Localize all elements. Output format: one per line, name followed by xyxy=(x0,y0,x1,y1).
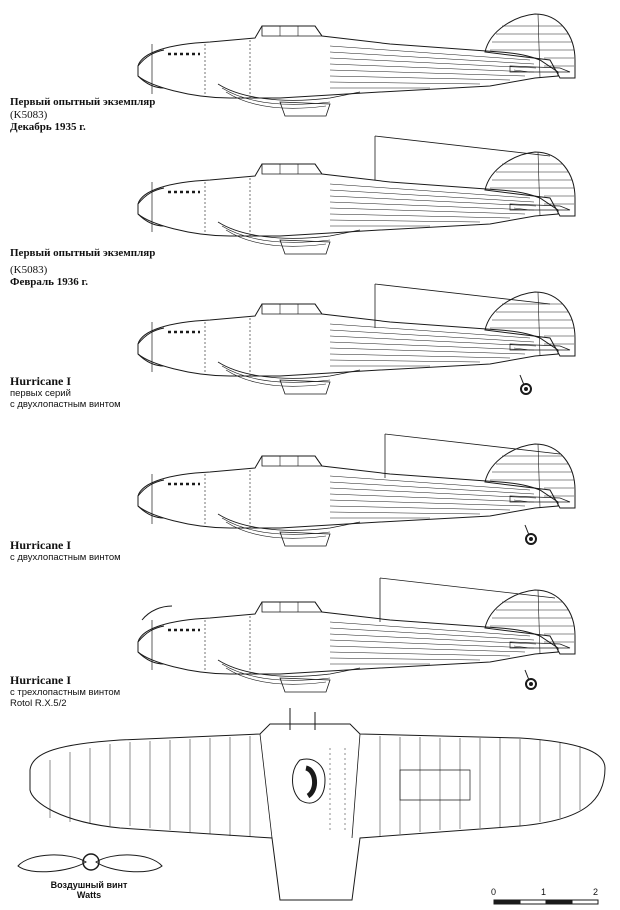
caption-serial: (K5083) xyxy=(10,263,48,276)
profile-prototype-feb-1936 xyxy=(136,150,577,256)
caption-line2: первых серий xyxy=(10,387,71,399)
scale-bar xyxy=(493,899,599,905)
caption-hurricane-i-two-blade: Hurricane I с двухлопастным винтом xyxy=(10,538,121,564)
propeller-drawing xyxy=(17,853,163,873)
caption-prototype-feb-1936: Первый опытный экземпляр (K5083) Февраль… xyxy=(10,247,155,289)
caption-serial: (K5083) xyxy=(10,108,48,121)
caption-date: Декабрь 1935 г. xyxy=(10,121,86,134)
propeller-sublabel: Watts xyxy=(76,890,102,901)
propeller-caption: Воздушный винт Watts xyxy=(44,880,134,901)
plan-view xyxy=(29,708,606,901)
caption-title: Hurricane I xyxy=(10,673,71,687)
caption-title: Первый опытный экземпляр xyxy=(10,247,156,259)
caption-line3: Rotol R.X.5/2 xyxy=(10,697,67,709)
caption-line2: с трехлопастным винтом xyxy=(10,686,121,698)
caption-title: Hurricane I xyxy=(10,374,71,388)
profile-hurricane-i-three-blade xyxy=(136,588,577,694)
scale-tick-0: 0 xyxy=(491,887,497,897)
caption-prototype-dec-1935: Первый опытный экземпляр (K5083) Декабрь… xyxy=(10,96,155,134)
caption-line2: с двухлопастным винтом xyxy=(10,551,121,563)
caption-title: Первый опытный экземпляр xyxy=(10,96,156,108)
caption-hurricane-i-early: Hurricane I первых серий с двухлопастным… xyxy=(10,374,121,411)
caption-line3: с двухлопастным винтом xyxy=(10,398,121,410)
profile-prototype-dec-1935 xyxy=(136,12,577,118)
caption-date: Февраль 1936 г. xyxy=(10,276,88,289)
scale-tick-1: 1 xyxy=(541,887,547,897)
caption-title: Hurricane I xyxy=(10,538,71,552)
caption-hurricane-i-three-blade: Hurricane I с трехлопастным винтом Rotol… xyxy=(10,673,121,710)
profile-hurricane-i-two-blade xyxy=(136,442,577,548)
propeller-label: Воздушный винт xyxy=(50,880,128,890)
scale-tick-2: 2 xyxy=(593,887,599,897)
profile-hurricane-i-early xyxy=(136,290,577,396)
